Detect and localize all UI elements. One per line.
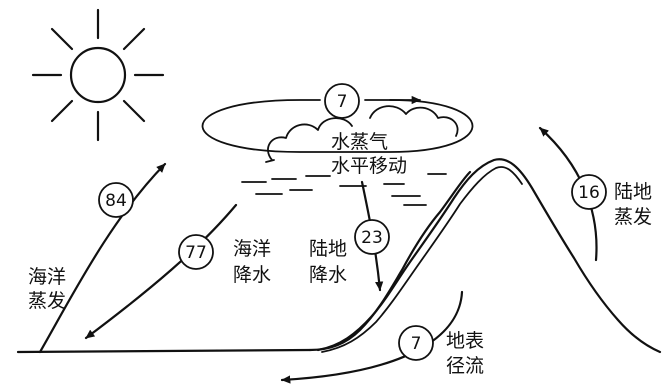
svg-text:84: 84 xyxy=(105,191,127,211)
surface-runoff-value: 7 xyxy=(398,325,434,361)
sun-icon xyxy=(31,8,165,142)
ocean-evaporation-arrow xyxy=(38,162,167,354)
cloud-icon xyxy=(265,105,459,163)
ocean-evaporation-label-line1: 海洋 xyxy=(28,266,66,288)
svg-text:77: 77 xyxy=(185,243,207,263)
surface-runoff-arrow xyxy=(280,290,464,384)
ground-line xyxy=(16,170,472,354)
horizontal-transport-value: 7 xyxy=(324,83,360,119)
ocean-precipitation-label-line1: 海洋 xyxy=(233,238,271,260)
ocean-precipitation-label-line2: 降水 xyxy=(233,264,271,286)
surface-runoff-label-line2: 径流 xyxy=(446,355,484,377)
land-precipitation-label-line1: 陆地 xyxy=(309,238,347,260)
vapor-transport-label-line1: 水蒸气 xyxy=(331,131,388,153)
land-evaporation-label-line2: 蒸发 xyxy=(614,206,652,228)
ocean-precipitation-arrow xyxy=(84,203,238,340)
vapor-dashes xyxy=(241,173,447,206)
ocean-precipitation-value: 77 xyxy=(178,234,214,270)
land-evaporation-value: 16 xyxy=(571,174,607,210)
vapor-transport-label-line2: 水平移动 xyxy=(331,155,407,177)
svg-text:23: 23 xyxy=(361,228,383,248)
svg-text:16: 16 xyxy=(578,183,600,203)
mountain xyxy=(316,158,662,354)
ocean-evaporation-value: 84 xyxy=(98,182,134,218)
svg-text:7: 7 xyxy=(411,334,422,354)
land-precipitation-value: 23 xyxy=(354,219,390,255)
surface-runoff-label-line1: 地表 xyxy=(446,330,484,352)
ocean-evaporation-label-line2: 蒸发 xyxy=(28,290,66,312)
vapor-transport-loop xyxy=(201,95,474,153)
land-evaporation-label-line1: 陆地 xyxy=(614,181,652,203)
svg-text:7: 7 xyxy=(337,92,348,112)
land-precipitation-label-line2: 降水 xyxy=(309,264,347,286)
